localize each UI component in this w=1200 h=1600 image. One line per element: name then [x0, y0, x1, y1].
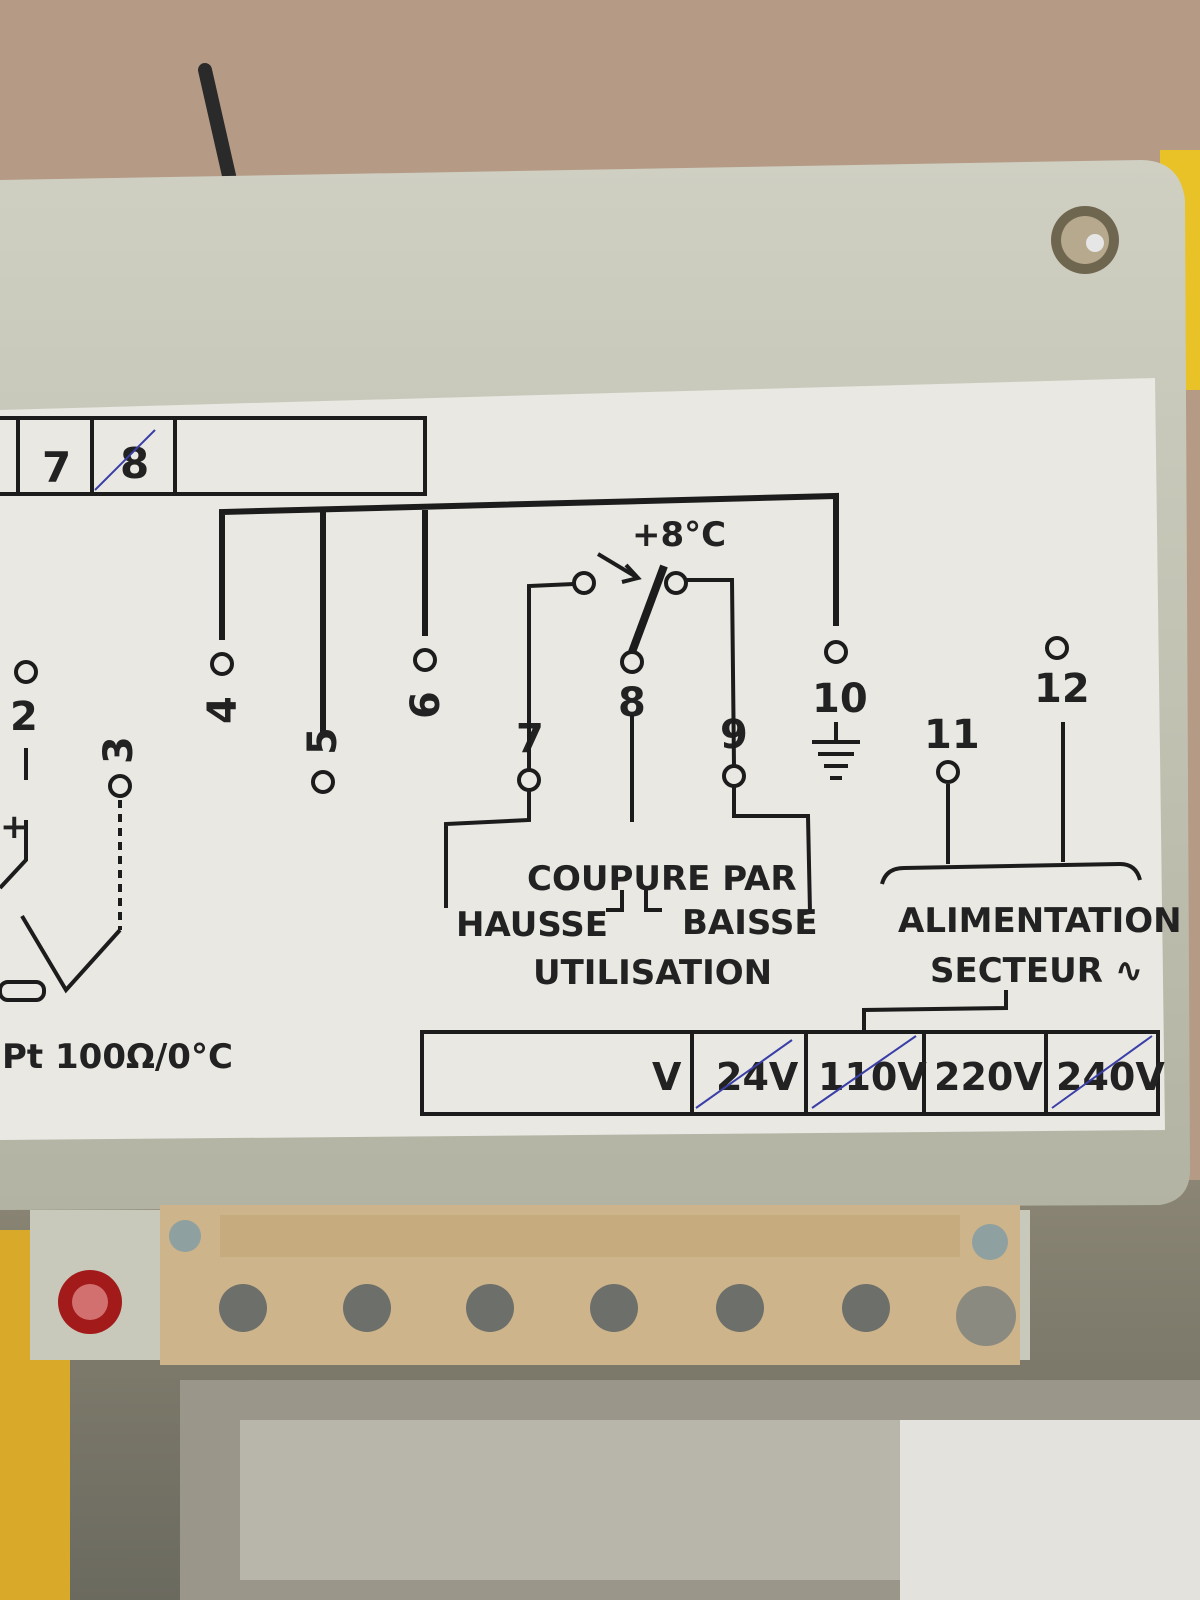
terminal-10-circle [824, 640, 848, 664]
terminal-4-label: 4 [200, 696, 246, 724]
terminal-6-circle [413, 648, 437, 672]
terminal-5-label: 5 [300, 727, 346, 755]
coupure-baisse: BAISSE [682, 903, 818, 943]
alimentation-wiring [862, 722, 1142, 1030]
terminal-6-label: 6 [403, 691, 449, 719]
top-table [0, 416, 427, 496]
sensor-label: Pt 100Ω/0°C [2, 1037, 233, 1077]
strike-marks [695, 1035, 1153, 1109]
strike-mark [94, 429, 156, 491]
coupure-hausse: HAUSSE [456, 905, 608, 945]
coupure-utilisation: UTILISATION [533, 953, 772, 993]
ground-icon [812, 722, 860, 780]
terminal-10-label: 10 [812, 676, 868, 722]
voltage-table [420, 1030, 1160, 1116]
terminal-screws [219, 1284, 1016, 1346]
terminal-block-numbers-strip [220, 1215, 960, 1257]
metal-tray-inner [240, 1420, 940, 1580]
alimentation-line1: ALIMENTATION [898, 901, 1182, 941]
terminal-screw-left-top [169, 1220, 201, 1252]
terminal-4-circle [210, 652, 234, 676]
coupure-line1: COUPURE PAR [527, 859, 797, 899]
terminal-11-label: 11 [924, 712, 980, 758]
alimentation-line2: SECTEUR ∿ [930, 951, 1143, 991]
terminal-12-label: 12 [1034, 666, 1090, 712]
coupure-wiring [444, 786, 813, 916]
top-table-cell-7: 7 [42, 443, 71, 492]
terminal-11-circle [936, 760, 960, 784]
terminal-screw-right-top [972, 1224, 1008, 1260]
switch-temperature-label: +8°C [632, 515, 726, 555]
wiring-label [0, 378, 1165, 1140]
terminal-5-circle [311, 770, 335, 794]
terminal-12-circle [1045, 636, 1069, 660]
voltage-option-220v: 220V [934, 1055, 1043, 1099]
sensor-wiring [0, 748, 122, 1002]
terminal-2-label: 2 [10, 694, 38, 740]
terminal-3-circle [108, 774, 132, 798]
voltage-unit: V [652, 1055, 682, 1099]
white-box [900, 1420, 1200, 1600]
terminal-2-circle [14, 660, 38, 684]
terminal-3-label: 3 [96, 736, 142, 764]
bus-line [219, 492, 839, 735]
plus-sign: + [0, 807, 29, 847]
top-table-cell-8: 8 [120, 439, 149, 488]
cable [198, 63, 237, 187]
voltage-option-24v: 24V [716, 1055, 799, 1099]
thermostat-switch [527, 552, 736, 822]
